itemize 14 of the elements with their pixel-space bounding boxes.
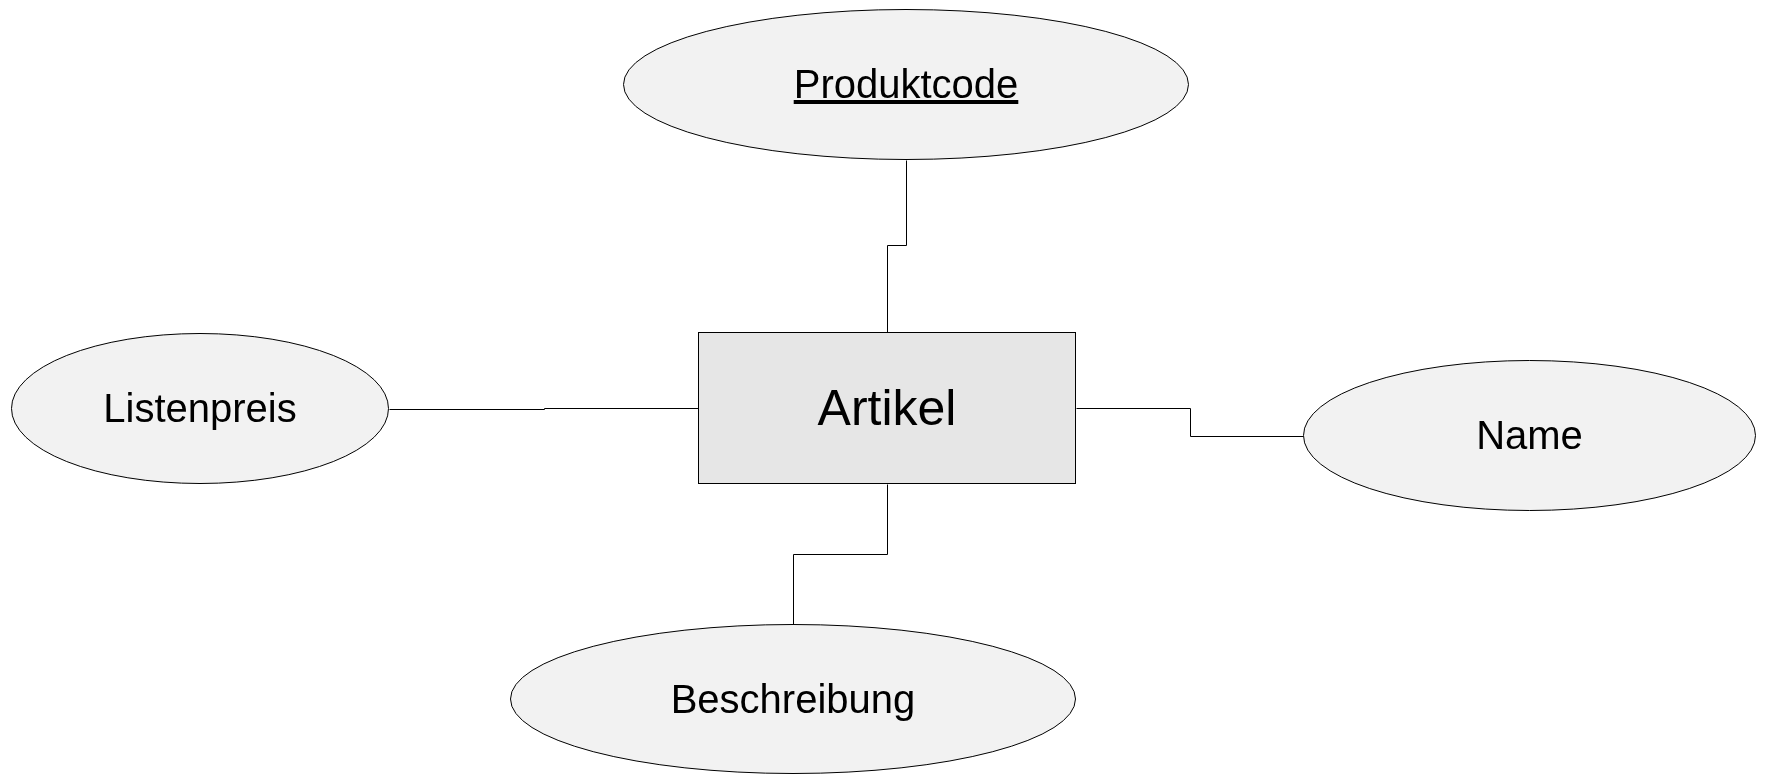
connector-line bbox=[793, 484, 888, 625]
attribute-name: Produktcode bbox=[793, 62, 1019, 107]
attribute-ellipse bbox=[623, 9, 1189, 160]
attribute-name: Beschreibung bbox=[670, 676, 916, 722]
attribute-ellipse bbox=[11, 333, 389, 484]
entity-name: Artikel bbox=[817, 379, 957, 437]
connector-line bbox=[389, 408, 699, 410]
connector-line bbox=[1076, 408, 1304, 437]
connector-line bbox=[887, 160, 907, 333]
entity-box bbox=[698, 332, 1076, 484]
attribute-ellipse bbox=[1303, 360, 1756, 511]
attribute-name: Name bbox=[1476, 413, 1583, 458]
attribute-name: Listenpreis bbox=[103, 386, 297, 431]
attribute-ellipse bbox=[510, 624, 1076, 774]
